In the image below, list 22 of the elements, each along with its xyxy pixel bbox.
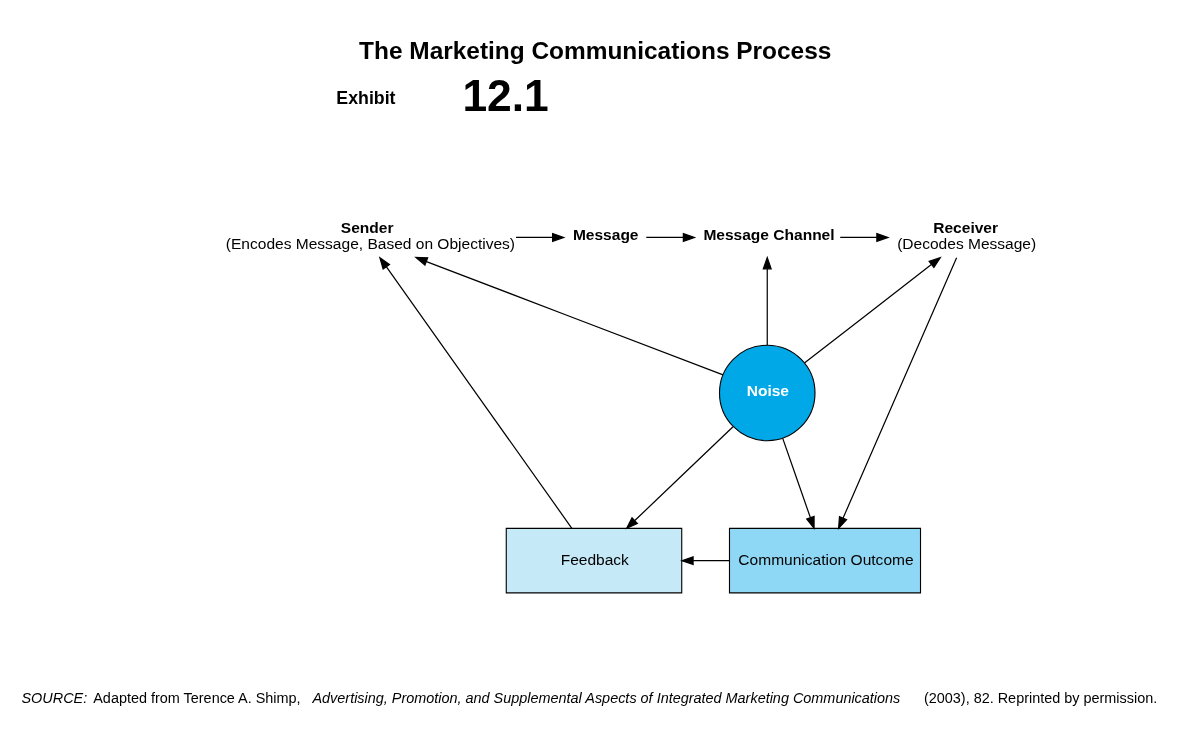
label: Exhibit xyxy=(336,87,396,108)
node-text: Message xyxy=(572,225,639,243)
arrow xyxy=(625,425,734,530)
node-text: Sender (Encodes Message, Based on Objectives) xyxy=(225,218,516,252)
arrow xyxy=(762,255,772,346)
arrow xyxy=(804,256,942,363)
arrow xyxy=(515,232,566,242)
node-box: Feedback xyxy=(505,527,683,593)
label: 12.1 xyxy=(462,70,549,120)
arrow xyxy=(782,437,815,530)
arrow xyxy=(837,256,958,530)
arrow xyxy=(839,232,890,242)
diagram-title: The Marketing Communications Process xyxy=(359,36,832,64)
arrow xyxy=(378,255,573,529)
arrow xyxy=(645,232,697,242)
node-box: Communication Outcome xyxy=(728,527,922,593)
node-text: Receiver (Decodes Message) xyxy=(897,218,1037,252)
arrow xyxy=(414,256,724,376)
label: SOURCE: Adapted from Terence A. Shimp, Advertising, Promotion, and Supplemental Aspects of Integrated Marketing Communications (2003), 82. Reprinted by permission. xyxy=(21,689,1158,706)
node-text: Message Channel xyxy=(703,225,835,243)
arrow xyxy=(680,555,731,565)
node-circle: Noise xyxy=(718,344,816,441)
